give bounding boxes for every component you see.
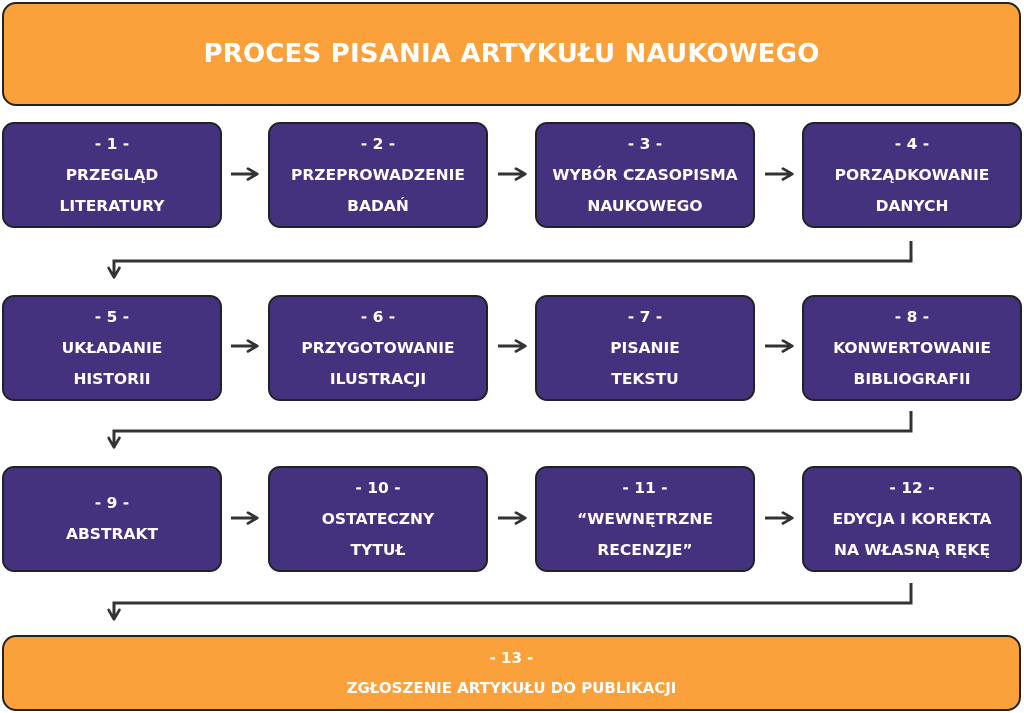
step-5-number: - 5 - <box>94 307 130 326</box>
step-3-label: WYBÓR CZASOPISMA NAUKOWEGO <box>552 165 738 215</box>
step-10-label: OSTATECZNY TYTUŁ <box>321 509 435 559</box>
step-6-box: - 6 - PRZYGOTOWANIE ILUSTRACJI <box>268 295 488 401</box>
step-8-label: KONWERTOWANIE BIBLIOGRAFII <box>833 338 991 388</box>
step-11-label: “WEWNĘTRZNE RECENZJE” <box>577 509 713 559</box>
step-11-box: - 11 - “WEWNĘTRZNE RECENZJE” <box>535 466 755 572</box>
step-2-box: - 2 - PRZEPROWADZENIE BADAŃ <box>268 122 488 228</box>
step-4-label: PORZĄDKOWANIE DANYCH <box>834 165 990 215</box>
step-5-box: - 5 - UKŁADANIE HISTORII <box>2 295 222 401</box>
step-1-box: - 1 - PRZEGLĄD LITERATURY <box>2 122 222 228</box>
connector-4-5 <box>107 241 913 279</box>
step-9-box: - 9 - ABSTRAKT <box>2 466 222 572</box>
step-8-number: - 8 - <box>894 307 930 326</box>
step-7-box: - 7 - PISANIE TEKSTU <box>535 295 755 401</box>
step-12-number: - 12 - <box>889 478 935 497</box>
step-6-number: - 6 - <box>360 307 396 326</box>
step-10-box: - 10 - OSTATECZNY TYTUŁ <box>268 466 488 572</box>
step-1-label: PRZEGLĄD LITERATURY <box>59 165 165 215</box>
diagram-title-banner: PROCES PISANIA ARTYKUŁU NAUKOWEGO <box>2 2 1021 106</box>
step-12-box: - 12 - EDYCJA I KOREKTA NA WŁASNĄ RĘKĘ <box>802 466 1022 572</box>
step-7-label: PISANIE TEKSTU <box>610 338 680 388</box>
step-13-label: ZGŁOSZENIE ARTYKUŁU DO PUBLIKACJI <box>346 679 677 697</box>
step-7-number: - 7 - <box>627 307 663 326</box>
step-3-box: - 3 - WYBÓR CZASOPISMA NAUKOWEGO <box>535 122 755 228</box>
connector-12-13 <box>107 583 913 621</box>
diagram-title: PROCES PISANIA ARTYKUŁU NAUKOWEGO <box>203 39 820 69</box>
step-5-label: UKŁADANIE HISTORII <box>61 338 163 388</box>
step-12-label: EDYCJA I KOREKTA NA WŁASNĄ RĘKĘ <box>832 509 992 559</box>
connector-8-9 <box>107 411 913 449</box>
step-8-box: - 8 - KONWERTOWANIE BIBLIOGRAFII <box>802 295 1022 401</box>
step-10-number: - 10 - <box>355 478 401 497</box>
step-3-number: - 3 - <box>627 134 663 153</box>
step-2-label: PRZEPROWADZENIE BADAŃ <box>290 165 465 215</box>
step-1-number: - 1 - <box>94 134 130 153</box>
step-4-box: - 4 - PORZĄDKOWANIE DANYCH <box>802 122 1022 228</box>
step-9-label: ABSTRAKT <box>65 525 159 543</box>
step-2-number: - 2 - <box>360 134 396 153</box>
step-9-number: - 9 - <box>94 494 130 512</box>
step-4-number: - 4 - <box>894 134 930 153</box>
step-13-number: - 13 - <box>489 649 534 667</box>
step-11-number: - 11 - <box>622 478 668 497</box>
step-6-label: PRZYGOTOWANIE ILUSTRACJI <box>301 338 455 388</box>
step-13-banner: - 13 - ZGŁOSZENIE ARTYKUŁU DO PUBLIKACJI <box>2 635 1021 711</box>
